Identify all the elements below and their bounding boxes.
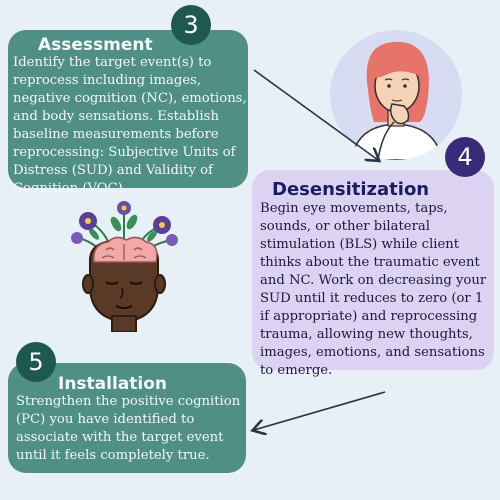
arrow-icon (253, 69, 378, 160)
step-card-assessment: Assessment Identify the target event(s) … (8, 30, 248, 196)
step-description: Identify the target event(s) to reproces… (13, 55, 247, 196)
step-title: Assessment (38, 35, 153, 55)
step-description: Strengthen the positive cognition (PC) y… (16, 394, 241, 463)
step-description: Begin eye movements, taps, sounds, or ot… (260, 201, 487, 378)
brain-head-icon (71, 201, 178, 333)
brain-flowers-head-illustration (68, 200, 180, 333)
thinking-woman-illustration (330, 30, 462, 160)
step-title: Installation (58, 374, 168, 394)
step-number-badge: 5 (16, 342, 56, 382)
step-number-badge: 3 (171, 5, 211, 45)
step-card-desensitization: Desensitization Begin eye movements, tap… (252, 170, 494, 378)
arrow-icon (254, 391, 386, 430)
step-number-badge: 4 (445, 137, 485, 177)
step-card-installation: Installation Strengthen the positive cog… (8, 363, 246, 473)
step-title: Desensitization (272, 179, 430, 200)
